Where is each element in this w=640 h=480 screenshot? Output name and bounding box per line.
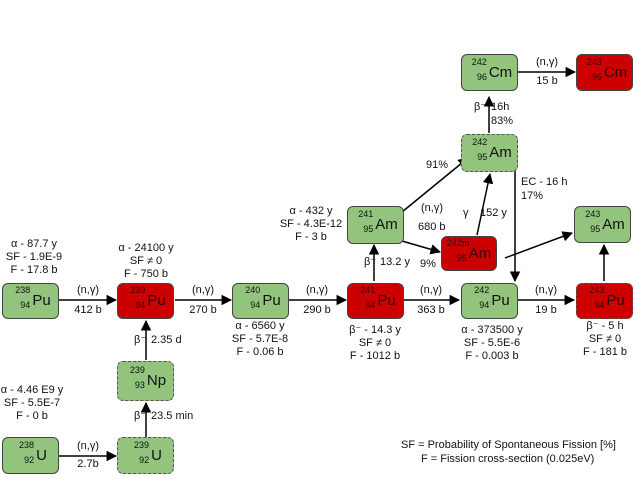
- props-pu238-decay: α - 87.7 y: [10, 238, 58, 250]
- props-pu243-sf: SF ≠ 0: [588, 333, 622, 345]
- props-pu243-f: F - 181 b: [582, 346, 628, 358]
- label-np239-pu239-halflife: 2.35 d: [151, 334, 182, 346]
- label-am242-ec-halflife: EC - 16 h: [521, 176, 568, 188]
- props-am241-sf: SF - 4.3E-12: [279, 218, 343, 230]
- props-pu243-decay: β⁻ - 5 h: [586, 320, 624, 332]
- label-pu242-pu243-xs: 19 b: [535, 304, 557, 316]
- label-am242-cm242-beta: β⁻: [474, 101, 487, 113]
- props-pu239-sf: SF ≠ 0: [129, 255, 163, 267]
- label-pu240-pu241-xs: 290 b: [303, 304, 331, 316]
- props-pu241-decay: β⁻ - 14.3 y: [349, 324, 401, 336]
- props-am241: α - 432 y SF - 4.3E-12 F - 3 b: [272, 205, 350, 244]
- label-pu238-pu239-reaction: (n,γ): [77, 284, 99, 296]
- props-u238-decay: α - 4.46 E9 y: [0, 384, 64, 396]
- label-pu241-am241-halflife: 13.2 y: [380, 256, 410, 268]
- label-am242m-gamma: γ: [463, 207, 469, 219]
- label-am242-ec-branch: 17%: [521, 190, 544, 202]
- label-pu238-pu239-xs: 412 b: [74, 304, 102, 316]
- label-am241-xs: 680 b: [418, 221, 446, 233]
- props-pu241-f: F - 1012 b: [349, 350, 401, 362]
- label-am242-cm242-branch: 83%: [491, 115, 514, 127]
- props-pu243: β⁻ - 5 h SF ≠ 0 F - 181 b: [570, 320, 640, 359]
- props-pu240-decay: α - 6560 y: [235, 320, 285, 332]
- props-pu242: α - 373500 y SF - 5.5E-6 F - 0.003 b: [444, 324, 540, 363]
- props-am241-f: F - 3 b: [295, 231, 327, 243]
- props-pu241: β⁻ - 14.3 y SF ≠ 0 F - 1012 b: [330, 324, 420, 363]
- arrow-am241-am242: [401, 157, 469, 213]
- label-cm242-cm243-xs: 15 b: [536, 75, 558, 87]
- props-pu238-sf: SF - 1.9E-9: [5, 251, 63, 263]
- label-am241-reaction: (n,γ): [421, 202, 443, 214]
- label-am241-am242m-branch: 9%: [420, 258, 436, 270]
- arrow-am242-am243: [504, 231, 573, 259]
- arrow-am241-am242m: [401, 240, 442, 255]
- arrow-am242m-am242: [476, 172, 494, 236]
- label-u239-np239-halflife: 23.5 min: [151, 410, 194, 422]
- label-cm242-cm243-reaction: (n,γ): [536, 56, 558, 68]
- label-pu239-pu240-reaction: (n,γ): [192, 284, 214, 296]
- label-np239-pu239-beta: β⁻: [134, 334, 147, 346]
- props-am241-decay: α - 432 y: [289, 205, 333, 217]
- props-pu240: α - 6560 y SF - 5.7E-8 F - 0.06 b: [215, 320, 305, 359]
- props-pu239: α - 24100 y SF ≠ 0 F - 750 b: [101, 242, 191, 281]
- legend-f: F = Fission cross-section (0.025eV): [421, 453, 595, 465]
- props-pu238: α - 87.7 y SF - 1.9E-9 F - 17.8 b: [0, 238, 68, 277]
- props-pu238-f: F - 17.8 b: [10, 264, 58, 276]
- label-u238-u239-xs: 2.7b: [77, 458, 99, 470]
- props-pu239-f: F - 750 b: [123, 268, 169, 280]
- label-pu242-pu243-reaction: (n,γ): [535, 284, 557, 296]
- label-am242m-halflife: 152 y: [480, 207, 507, 219]
- label-am241-am242-branch: 91%: [426, 159, 449, 171]
- props-u238-sf: SF - 5.5E-7: [3, 397, 61, 409]
- label-u239-np239-beta: β⁻: [134, 410, 147, 422]
- legend-sf: SF = Probability of Spontaneous Fission …: [401, 439, 616, 451]
- label-u238-u239-reaction: (n,γ): [77, 440, 99, 452]
- props-pu242-sf: SF - 5.5E-6: [463, 337, 521, 349]
- label-pu241-am241-beta: β⁻: [364, 256, 377, 268]
- label-pu241-pu242-xs: 363 b: [417, 304, 445, 316]
- label-pu240-pu241-reaction: (n,γ): [306, 284, 328, 296]
- props-pu239-decay: α - 24100 y: [118, 242, 174, 254]
- props-u238: α - 4.46 E9 y SF - 5.5E-7 F - 0 b: [0, 384, 64, 423]
- props-pu242-f: F - 0.003 b: [465, 350, 519, 362]
- props-pu242-decay: α - 373500 y: [461, 324, 523, 336]
- label-pu239-pu240-xs: 270 b: [189, 304, 217, 316]
- label-am242-cm242-halflife: 16h: [491, 101, 510, 113]
- label-pu241-pu242-reaction: (n,γ): [420, 284, 442, 296]
- props-pu241-sf: SF ≠ 0: [358, 337, 392, 349]
- props-u238-f: F - 0 b: [16, 410, 48, 422]
- props-pu240-f: F - 0.06 b: [236, 346, 284, 358]
- props-pu240-sf: SF - 5.7E-8: [231, 333, 289, 345]
